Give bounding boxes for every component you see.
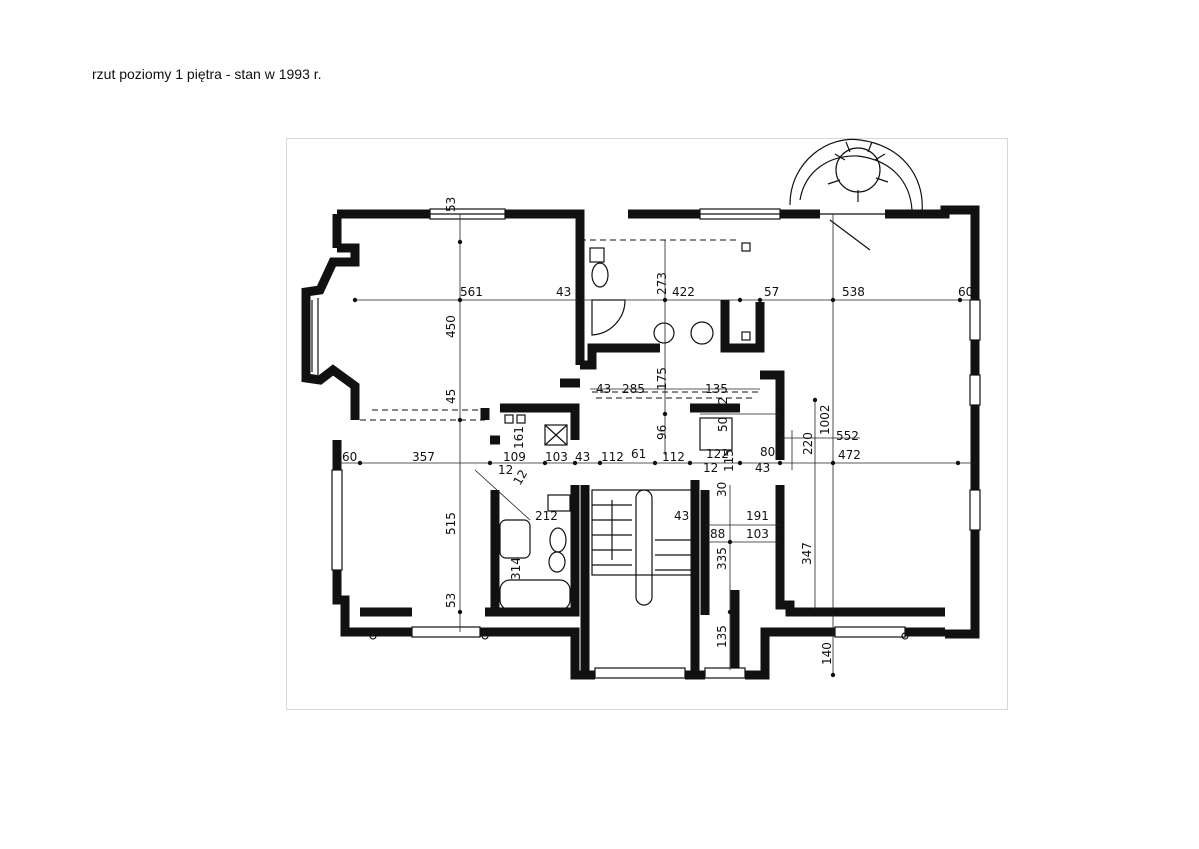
dim-label: 88 xyxy=(710,527,725,541)
dim-label: 103 xyxy=(746,527,769,541)
dim-label: 347 xyxy=(800,542,814,565)
dim-label: 450 xyxy=(444,315,458,338)
dimension-labels: 53 561 43 273 422 57 538 60 450 43 285 1… xyxy=(342,197,973,665)
exterior-walls xyxy=(301,205,980,680)
dim-label: 314 xyxy=(509,557,523,580)
dim-label: 45 xyxy=(444,389,458,404)
dim-label: 12 xyxy=(510,467,530,487)
dim-label: 552 xyxy=(836,429,859,443)
dim-label: 140 xyxy=(820,642,834,665)
dim-label: 12 xyxy=(716,397,730,412)
dim-label: 273 xyxy=(655,272,669,295)
stairs xyxy=(591,489,693,606)
balcony-tree xyxy=(789,138,923,251)
dim-label: 96 xyxy=(655,425,669,440)
dim-label: 43 xyxy=(575,450,590,464)
dim-label: 12 xyxy=(703,461,718,475)
dim-label: 57 xyxy=(764,285,779,299)
dim-label: 422 xyxy=(672,285,695,299)
dim-label: 103 xyxy=(545,450,568,464)
dim-label: 50 xyxy=(716,417,730,432)
dim-label: 472 xyxy=(838,448,861,462)
dim-label: 43 xyxy=(755,461,770,475)
windows xyxy=(311,208,981,679)
dim-label: 43 xyxy=(556,285,571,299)
dim-label: 12 xyxy=(498,463,513,477)
dim-label: 191 xyxy=(746,509,769,523)
dim-label: 175 xyxy=(655,367,669,390)
dim-label: 515 xyxy=(444,512,458,535)
dim-label: 80 xyxy=(760,445,775,459)
dim-label: 357 xyxy=(412,450,435,464)
dim-label: 53 xyxy=(444,593,458,608)
interior-walls xyxy=(360,300,945,675)
dim-label: 115 xyxy=(722,449,736,472)
dim-label: 285 xyxy=(622,382,645,396)
dim-label: 43 xyxy=(596,382,611,396)
dim-label: 538 xyxy=(842,285,865,299)
dim-label: 212 xyxy=(535,509,558,523)
dim-label: 161 xyxy=(512,426,526,449)
dim-label: 53 xyxy=(444,197,458,212)
dim-label: 1002 xyxy=(818,404,832,435)
dim-label: 561 xyxy=(460,285,483,299)
dim-label: 112 xyxy=(662,450,685,464)
dim-label: 60 xyxy=(958,285,973,299)
fixtures xyxy=(499,242,751,611)
dimension-lines xyxy=(334,214,978,678)
dim-label: 30 xyxy=(715,482,729,497)
dim-label: 220 xyxy=(801,432,815,455)
dim-label: 122 xyxy=(706,447,729,461)
dim-label: 61 xyxy=(631,447,646,461)
dim-label: 112 xyxy=(601,450,624,464)
dim-label: 109 xyxy=(503,450,526,464)
dim-label: 135 xyxy=(715,625,729,648)
dashed-lines xyxy=(360,239,760,421)
dim-label: 335 xyxy=(715,547,729,570)
dim-label: 43 xyxy=(674,509,689,523)
drawing-caption: rzut poziomy 1 piętra - stan w 1993 r. xyxy=(92,66,322,82)
dim-label: 60 xyxy=(342,450,357,464)
dim-label: 135 xyxy=(705,382,728,396)
